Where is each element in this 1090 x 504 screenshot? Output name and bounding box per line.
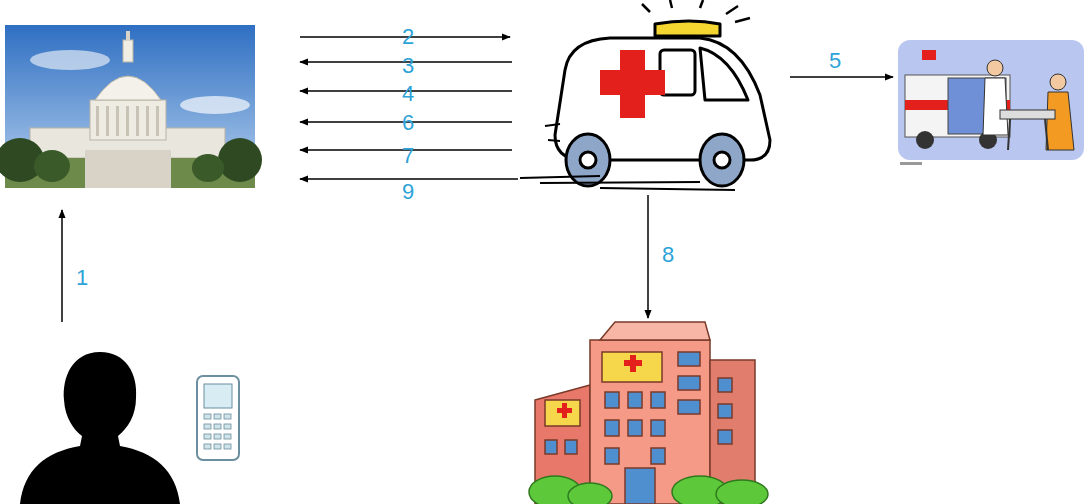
scene-ambulance: [905, 75, 1010, 137]
callout-number: 5: [829, 50, 841, 72]
paramedic: [1046, 92, 1074, 150]
sky: [5, 25, 255, 188]
stretcher-legs: [1008, 119, 1048, 150]
callout-number: 8: [662, 244, 674, 266]
cloud: [180, 96, 250, 114]
ambulance-scene: [898, 40, 1084, 165]
windshield: [700, 48, 748, 100]
arrow: [647, 195, 649, 318]
scene-backdrop: [898, 40, 1084, 160]
stretcher: [1000, 110, 1055, 119]
arrow: [790, 76, 893, 78]
tree: [192, 154, 224, 182]
callout-number: 7: [402, 145, 414, 167]
stairs: [85, 150, 171, 188]
callout-number: 1: [76, 267, 88, 289]
hospital-building: [529, 322, 768, 504]
callout-number: 3: [402, 55, 414, 77]
callout-number: 4: [402, 83, 414, 105]
callout-number: 9: [402, 181, 414, 203]
capitol-drum: [90, 100, 166, 140]
arrow: [61, 210, 63, 322]
beacon: [922, 50, 936, 60]
hubcap: [714, 152, 730, 168]
dome-lantern: [123, 40, 133, 62]
arrow: [300, 178, 518, 180]
capitol-photo: [0, 25, 262, 188]
tree: [218, 138, 262, 182]
hubcap: [580, 152, 596, 168]
tree: [34, 150, 70, 182]
speed-lines: [520, 124, 735, 190]
paramedic-head: [987, 60, 1003, 76]
side-window: [660, 50, 695, 95]
siren-rays: [642, 0, 750, 22]
paramedic: [983, 78, 1008, 135]
statue: [126, 31, 130, 41]
red-cross: [600, 50, 665, 118]
wheel: [700, 134, 744, 186]
siren-light: [655, 21, 720, 36]
credit-line: [900, 162, 922, 165]
cloud: [30, 50, 110, 70]
capitol-dome: [95, 76, 161, 100]
columns: [96, 106, 159, 136]
mobile-phone: [197, 376, 239, 460]
person-silhouette: [20, 352, 180, 504]
paramedic-head: [1050, 74, 1066, 90]
arrows: [62, 37, 893, 322]
ambulance-cartoon: [520, 0, 770, 190]
callout-number: 2: [402, 26, 414, 48]
wheel: [566, 134, 610, 186]
wheel: [916, 131, 934, 149]
callout-number: 6: [402, 112, 414, 134]
